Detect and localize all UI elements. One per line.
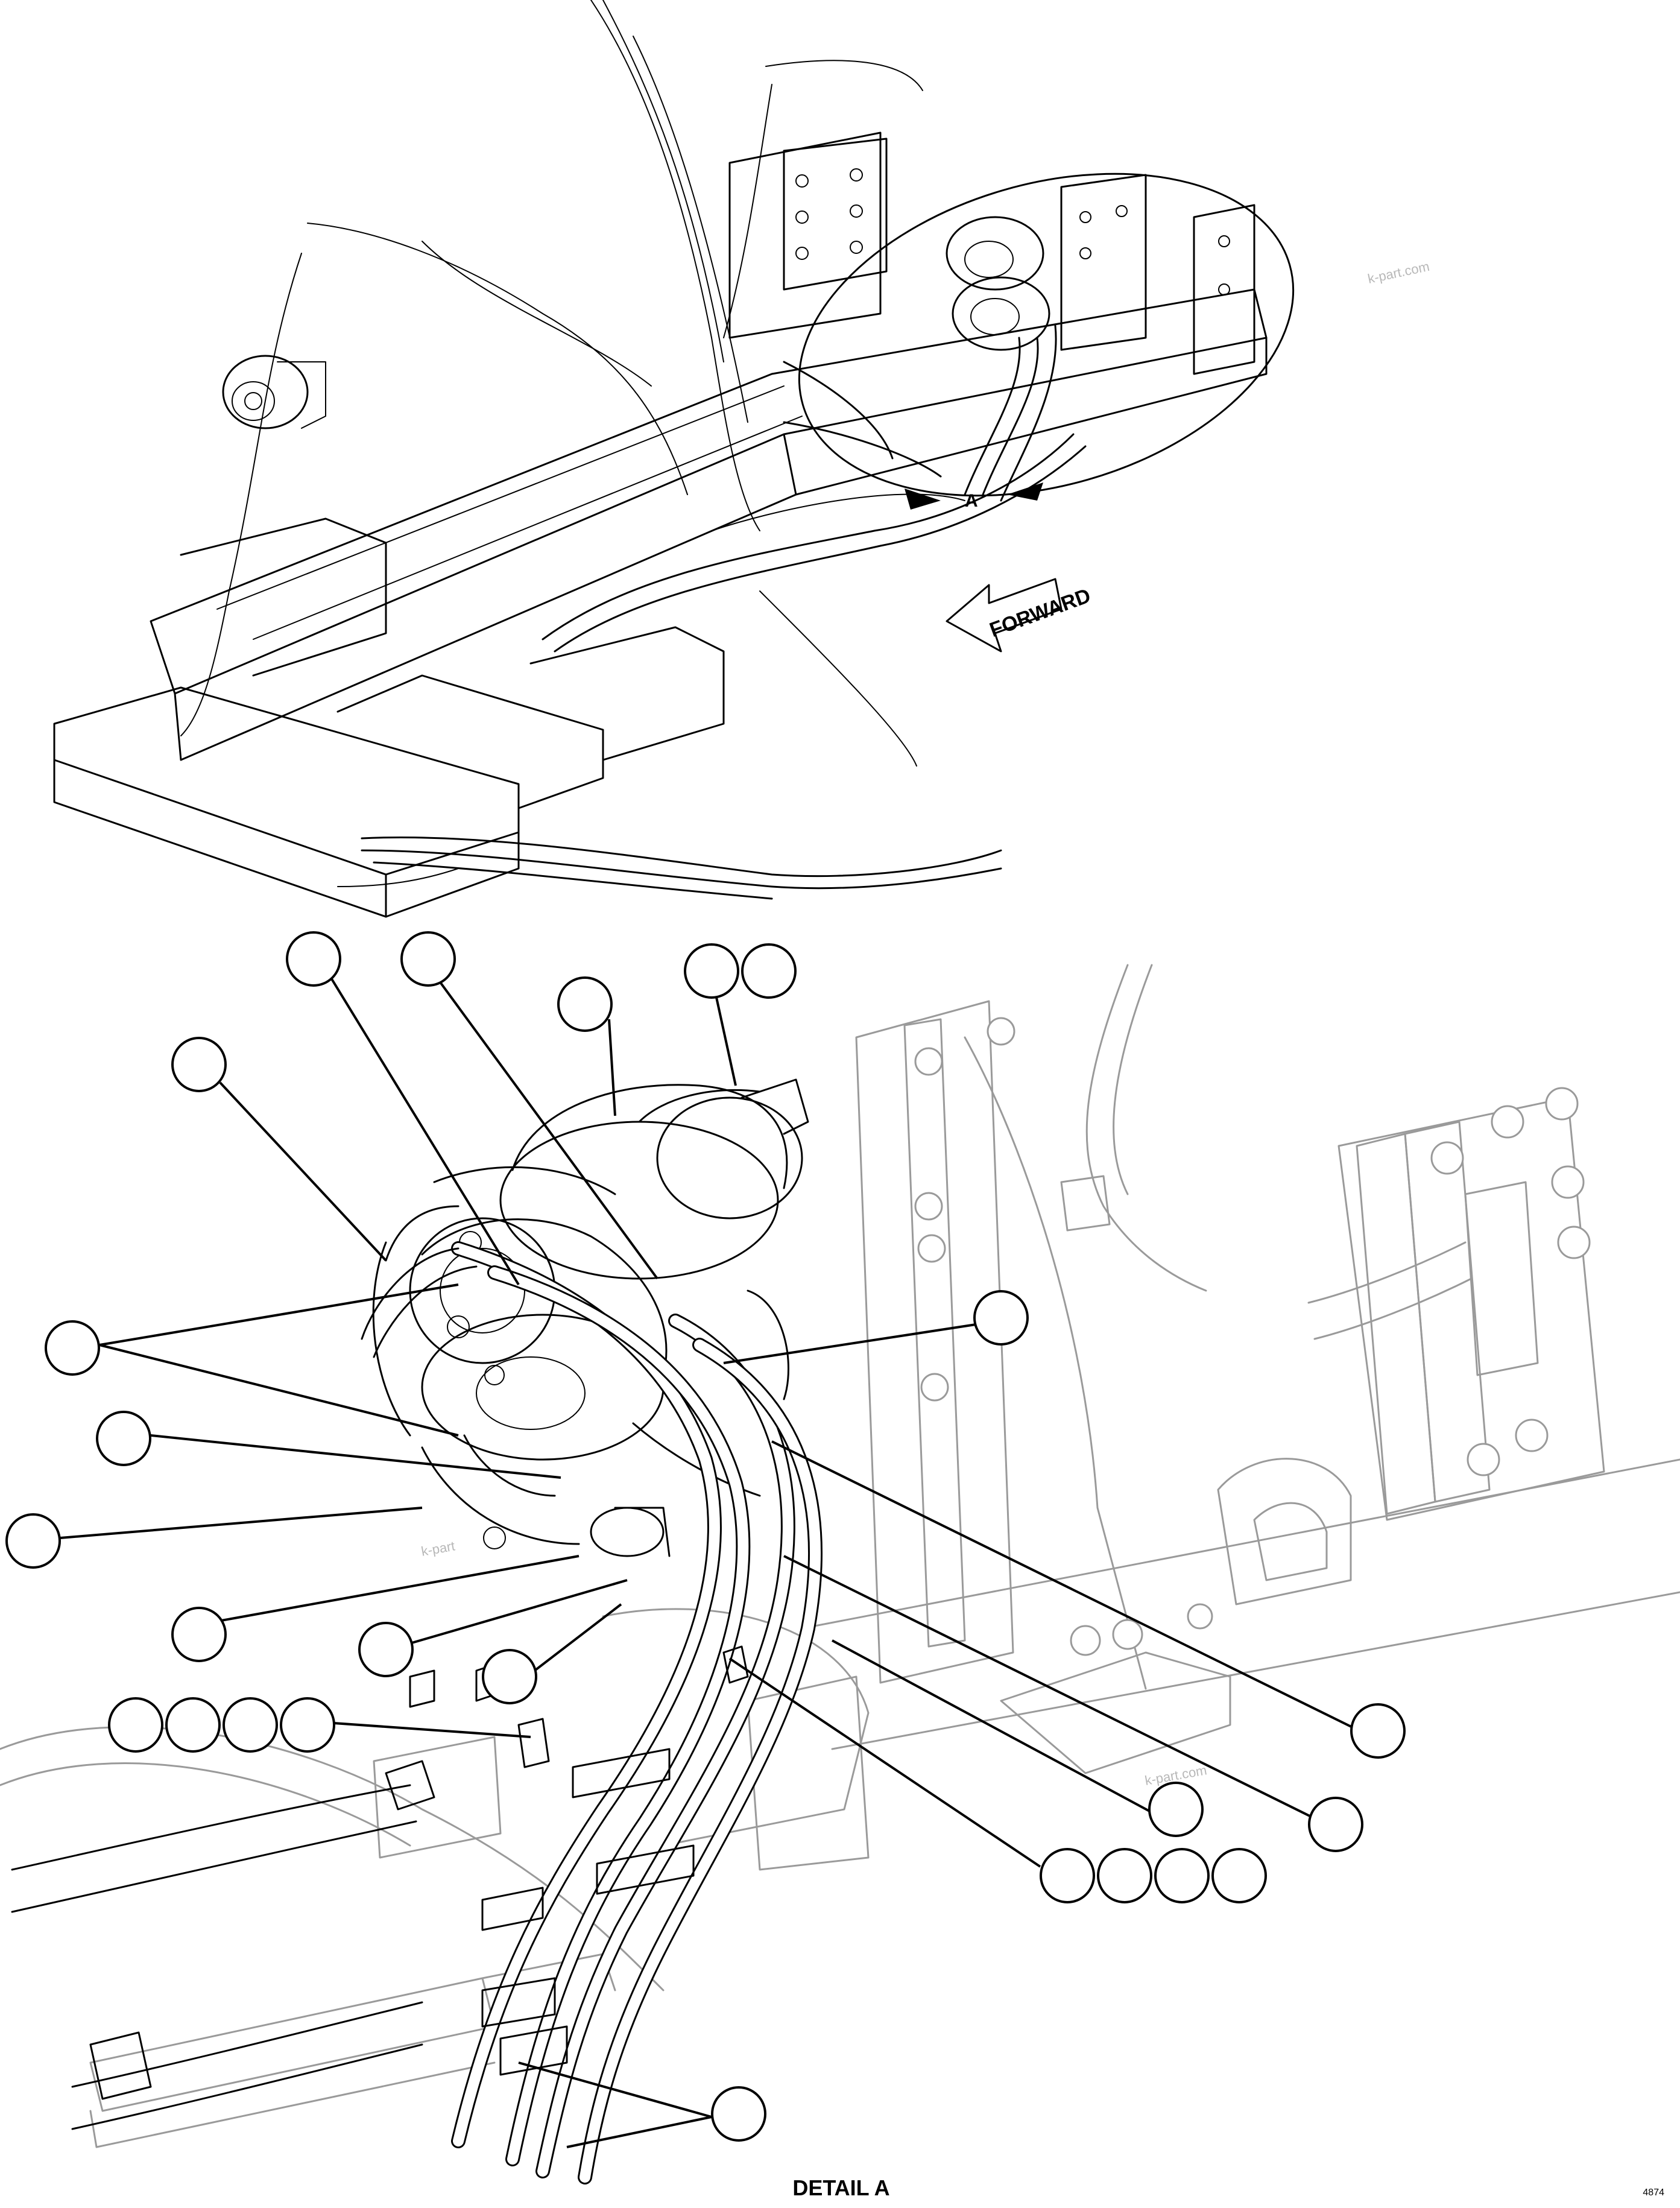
detail-marker-label: A xyxy=(965,491,978,511)
callout-balloon xyxy=(1211,1848,1267,1903)
callout-balloon xyxy=(557,976,613,1032)
callout-balloon xyxy=(171,1037,227,1092)
detail-title: DETAIL A xyxy=(792,2175,889,2200)
detail-watermark-1: k-part xyxy=(420,1539,456,1559)
overview-frame-assembly: FORWARD A k-part.com xyxy=(53,0,1431,918)
callout-balloon xyxy=(711,2086,766,2142)
callout-balloon xyxy=(171,1607,227,1662)
callout-balloon xyxy=(286,931,341,987)
forward-label: FORWARD xyxy=(987,584,1093,642)
callout-balloon xyxy=(741,943,797,999)
callout-balloon xyxy=(358,1622,414,1677)
detail-frame-ghost xyxy=(0,1000,1680,2148)
callout-balloon xyxy=(1097,1848,1152,1903)
callout-balloon xyxy=(1154,1848,1210,1903)
callout-balloon xyxy=(1350,1703,1406,1759)
callout-balloon xyxy=(108,1697,163,1753)
callout-balloon xyxy=(45,1320,100,1376)
callout-balloon xyxy=(1308,1797,1363,1852)
callout-balloon xyxy=(684,943,739,999)
detail-a-view: k-part k-part.com DETAIL A 4874 xyxy=(0,931,1680,2200)
forward-arrow-icon: FORWARD xyxy=(946,578,1094,653)
figure-id: 4874 xyxy=(1643,2187,1664,2198)
callout-balloon xyxy=(280,1697,335,1753)
callout-balloon xyxy=(1148,1782,1204,1837)
callout-balloon xyxy=(165,1697,221,1753)
callout-balloon xyxy=(973,1290,1029,1346)
detail-a-highlight: A xyxy=(783,172,1295,511)
hydraulic-hoses xyxy=(361,1205,823,2184)
callout-balloon xyxy=(5,1513,61,1569)
callout-balloon xyxy=(482,1649,537,1704)
callout-balloon xyxy=(1040,1848,1095,1903)
overview-alternator xyxy=(222,355,326,429)
overview-watermark: k-part.com xyxy=(1366,259,1431,286)
callout-balloons xyxy=(5,931,1406,2142)
callout-balloon xyxy=(96,1411,151,1466)
callout-leaders xyxy=(60,973,1360,2148)
callout-balloon xyxy=(400,931,456,987)
callout-balloon xyxy=(223,1697,278,1753)
